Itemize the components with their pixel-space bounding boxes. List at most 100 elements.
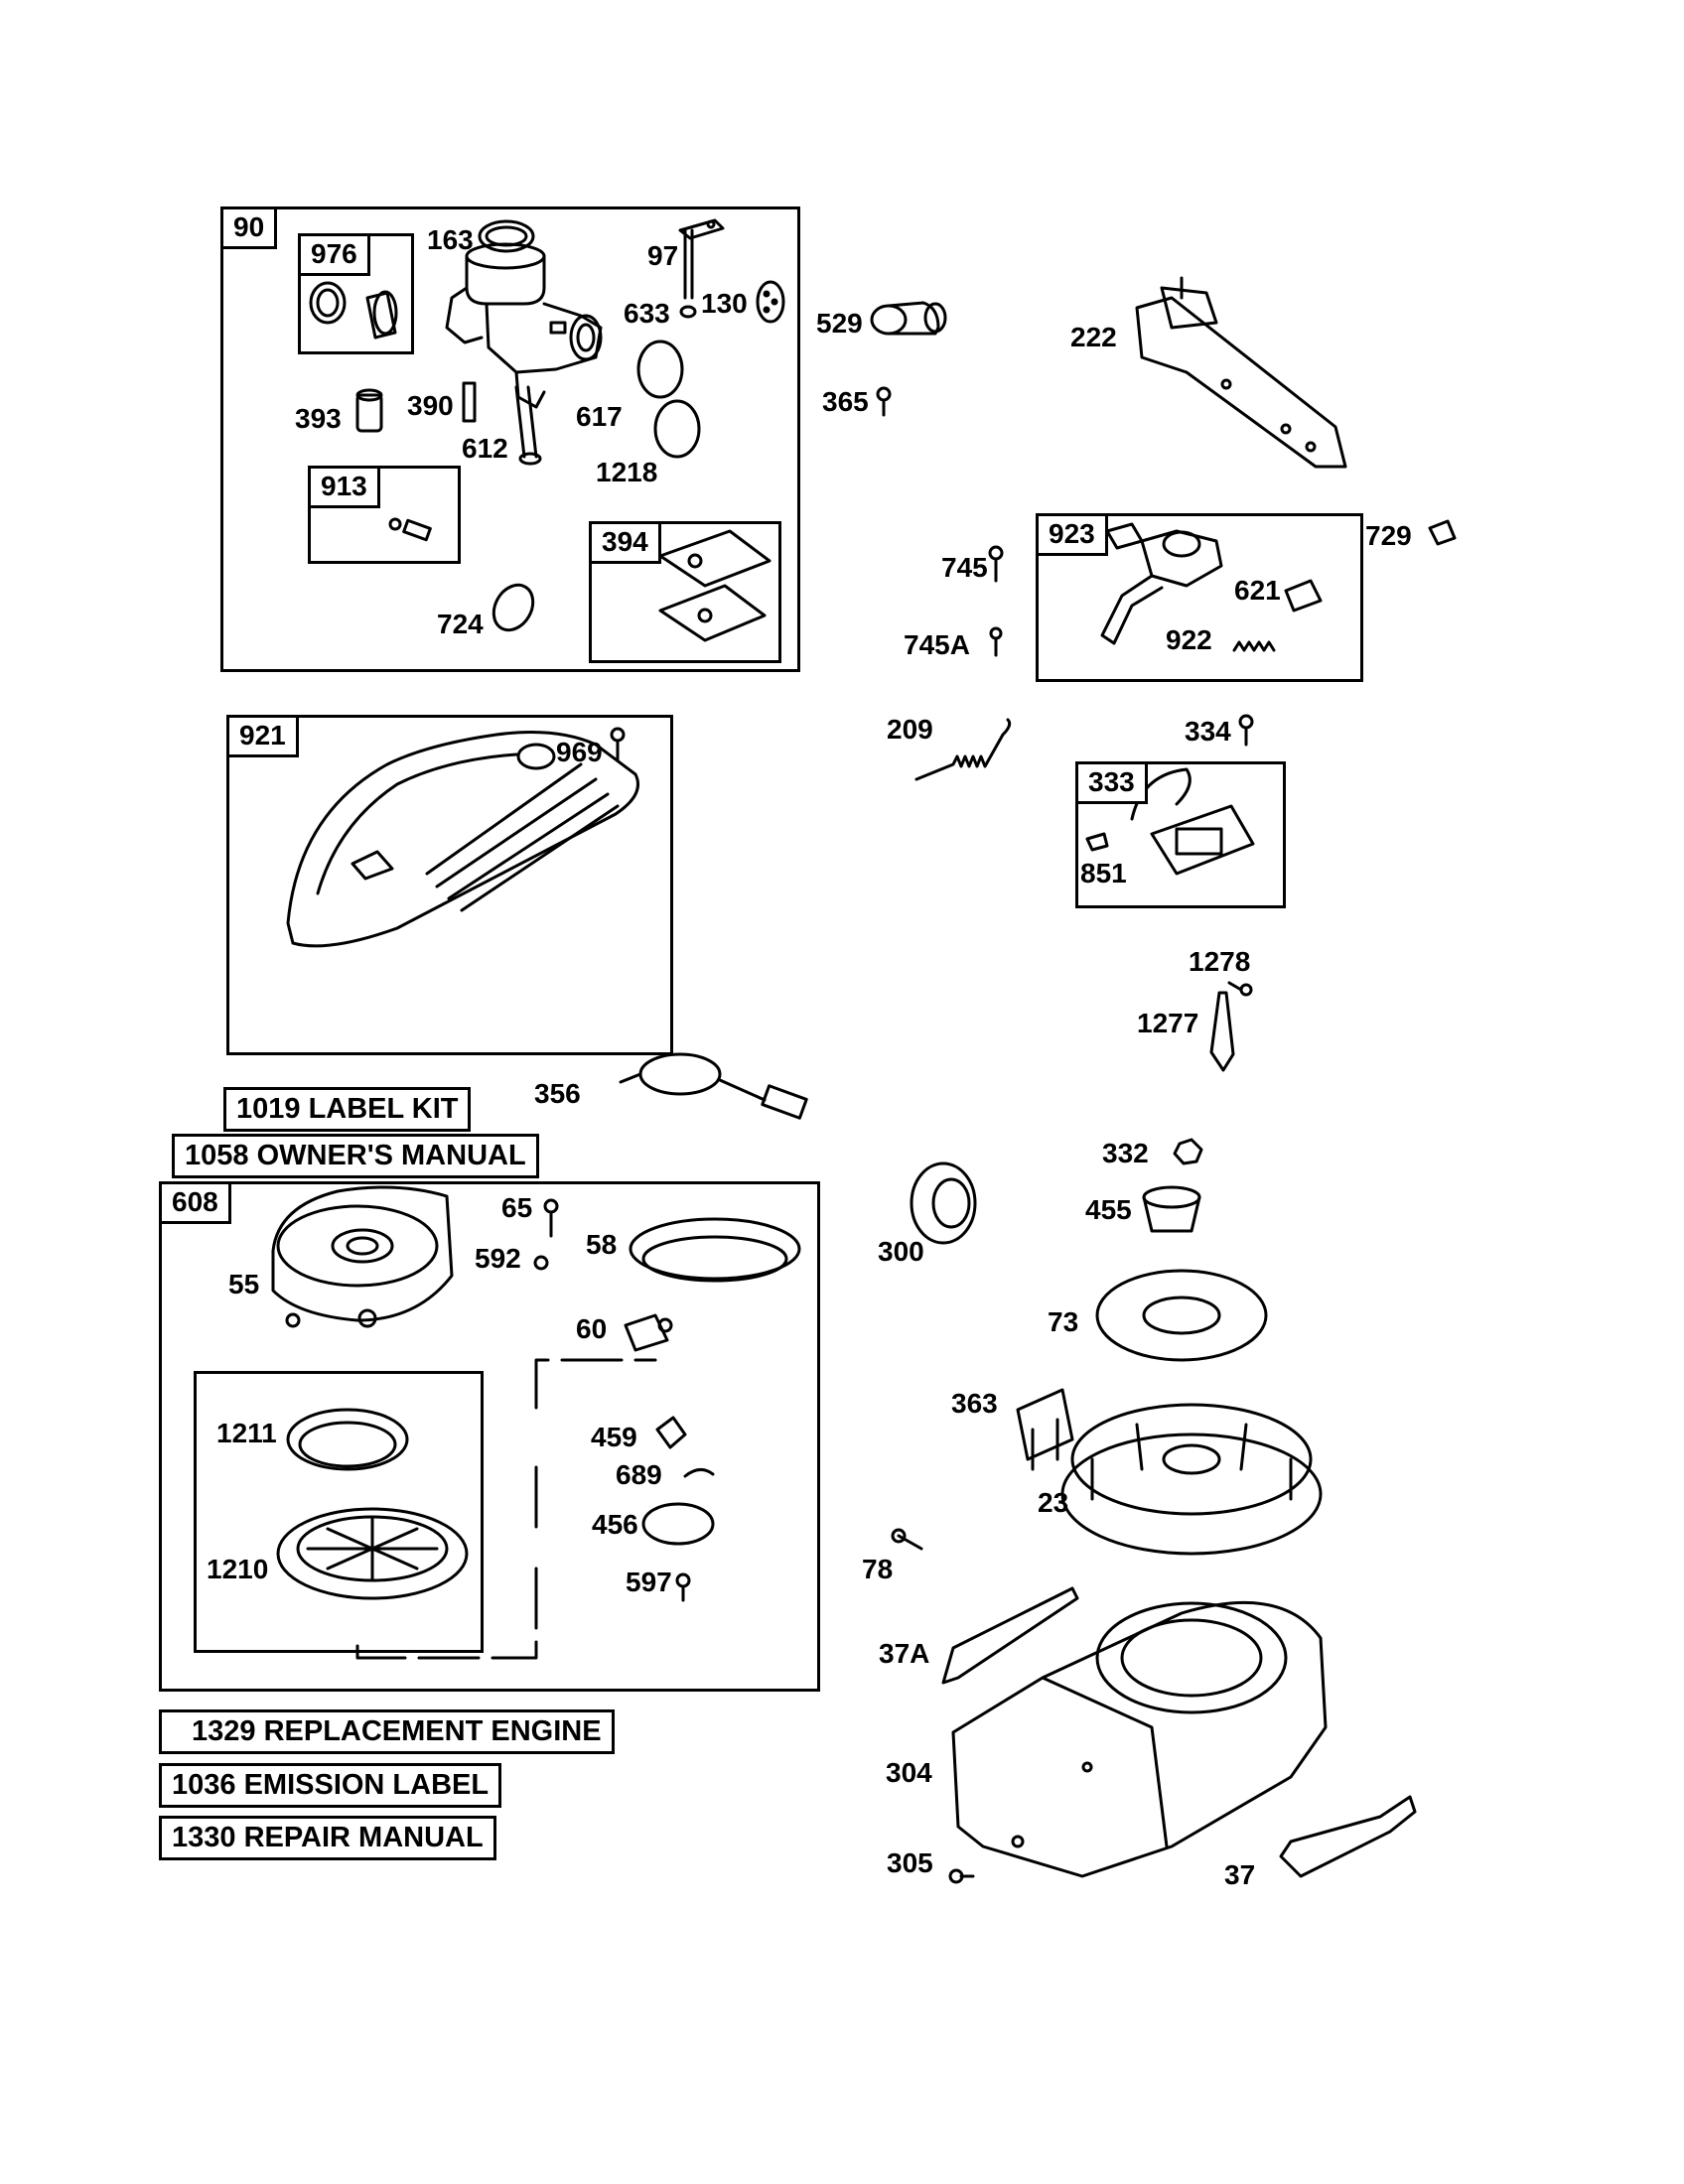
part-label-130: 130 [701,288,748,319]
group-number-608: 608 [159,1181,231,1224]
group-number-921: 921 [226,715,299,757]
retainer-456-drawing [641,1502,715,1546]
part-label-745: 745 [941,552,988,583]
group-box-608: 608 [159,1181,820,1692]
baffle-37a-drawing [941,1586,1079,1685]
pin-390-drawing [462,381,477,423]
part-label-456: 456 [592,1509,638,1540]
screw-745-drawing [988,545,1004,583]
gasket-kit-394-drawing [658,529,772,642]
part-label-23: 23 [1038,1487,1069,1518]
part-label-529: 529 [816,308,863,339]
screw-1278-drawing [1227,981,1253,997]
group-box-394: 394 [589,521,781,663]
part-label-363: 363 [951,1388,998,1419]
adapter-976-drawing [309,281,398,340]
spring-922-drawing [1232,640,1276,652]
part-label-745a: 745A [904,629,970,660]
part-label-73: 73 [1048,1306,1079,1337]
emission-label-box: 1036 EMISSION LABEL [159,1763,502,1808]
part-label-37: 37 [1224,1859,1256,1890]
starter-housing-55-drawing [271,1185,454,1328]
part-label-78: 78 [862,1554,894,1584]
part-label-304: 304 [886,1757,932,1788]
screw-745a-drawing [989,626,1003,657]
part-label-1211: 1211 [216,1418,277,1448]
repair-manual-box: 1330 REPAIR MANUAL [159,1816,496,1860]
clip-621-drawing [1284,579,1323,613]
plate-130-drawing [756,280,785,324]
part-label-612: 612 [462,433,508,464]
part-label-55: 55 [228,1269,260,1299]
part-label-633: 633 [624,298,670,329]
group-number-913: 913 [308,466,380,508]
baffle-37-drawing [1279,1795,1417,1878]
part-label-60: 60 [576,1313,608,1344]
spring-393-drawing [355,388,383,433]
part-label-459: 459 [591,1422,637,1452]
group-number-976: 976 [298,233,370,276]
part-label-65: 65 [501,1192,533,1223]
wire-356-drawing [619,1052,808,1120]
part-label-1218: 1218 [596,457,658,487]
part-label-621: 621 [1234,575,1281,606]
screw-969-drawing [610,727,626,761]
group-number-333: 333 [1075,761,1148,804]
part-label-209: 209 [887,714,933,745]
spring-1211-drawing [286,1408,409,1471]
clip-729-drawing [1428,519,1457,546]
part-label-58: 58 [586,1229,618,1260]
screw-78-drawing [891,1528,923,1551]
part-label-851: 851 [1080,858,1127,888]
pawl-459-drawing [655,1416,687,1449]
clutch-300-drawing [910,1161,977,1245]
screw-334-drawing [1238,714,1254,747]
part-label-332: 332 [1102,1138,1149,1168]
nut-592-drawing [533,1255,549,1271]
part-label-300: 300 [878,1236,924,1267]
governor-linkage-923-drawing [1100,522,1223,645]
label-kit-box: 1019 LABEL KIT [223,1087,472,1132]
part-label-97: 97 [647,240,679,271]
blower-housing-304-drawing [951,1600,1328,1878]
spring-pulley-subgroup [194,1371,484,1653]
nut-332-drawing [1173,1138,1203,1165]
part-label-1278: 1278 [1189,946,1251,977]
part-label-356: 356 [534,1078,581,1109]
part-label-365: 365 [822,386,869,417]
cup-455-drawing [1142,1185,1201,1233]
replacement-engine-box: 1329 REPLACEMENT ENGINE [159,1709,615,1754]
part-label-729: 729 [1365,520,1412,551]
part-label-390: 390 [407,390,454,421]
part-label-592: 592 [475,1243,521,1274]
part-label-617: 617 [576,401,623,432]
group-box-333: 333 [1075,761,1286,908]
part-label-969: 969 [556,737,603,767]
handle-60-drawing [624,1313,673,1352]
screw-305-drawing [948,1868,975,1884]
rope-58-drawing [629,1217,801,1283]
part-label-455: 455 [1085,1194,1132,1225]
group-box-921: 921 [226,715,673,1055]
oring-1218-drawing [653,399,701,459]
pulley-1210-drawing [276,1507,469,1600]
air-cleaner-cover-921-drawing [286,731,639,948]
bracket-222-drawing [1135,276,1347,469]
screen-73-drawing [1095,1269,1268,1362]
group-box-90: 90 976 913 394 [220,206,800,672]
group-box-976: 976 [298,233,414,354]
connector-lines [355,1358,657,1660]
part-label-597: 597 [626,1567,672,1597]
oring-724-drawing [491,583,535,632]
screw-65-drawing [543,1198,559,1238]
part-label-1277: 1277 [1137,1008,1199,1038]
group-number-923: 923 [1036,513,1108,556]
group-box-923: 923 [1036,513,1363,682]
plate-1277-drawing [1209,991,1235,1072]
screws-913-drawing [388,517,432,542]
part-label-222: 222 [1070,322,1117,352]
elbow-529-drawing [870,301,947,336]
washer-633-drawing [679,305,697,319]
